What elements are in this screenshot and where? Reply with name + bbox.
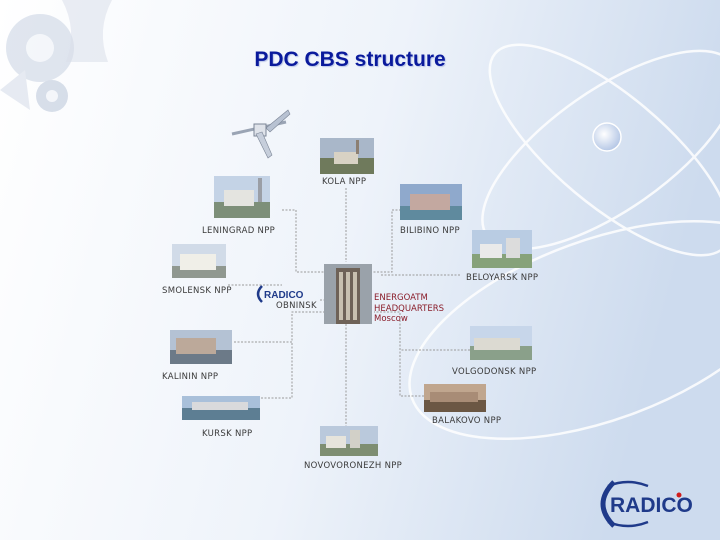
hq-line-city: Moscow [374, 314, 408, 324]
slide-title: PDC CBS structure [254, 48, 446, 71]
smolensk-npp-image [172, 244, 226, 278]
kursk-npp-label: KURSK NPP [202, 429, 253, 439]
headquarters-label: ENERGOATM HEADQUARTERS Moscow [374, 293, 444, 325]
kursk-npp-image [182, 396, 260, 420]
kola-npp-image [320, 138, 374, 174]
headquarters-image [324, 264, 372, 324]
kalinin-npp-label: KALININ NPP [162, 372, 219, 382]
gear-decoration [0, 14, 74, 112]
hq-line-type: HEADQUARTERS [374, 303, 445, 314]
kalinin-npp-image [170, 330, 232, 364]
volgodonsk-npp-image [470, 326, 532, 360]
beloyarsk-npp-label: BELOYARSK NPP [466, 273, 539, 283]
kola-npp-label: KOLA NPP [322, 177, 367, 187]
novovoronezh-npp-image [320, 426, 378, 456]
leningrad-npp-image [214, 176, 270, 218]
leningrad-npp-label: LENINGRAD NPP [202, 226, 276, 236]
obninsk-label: OBNINSK [276, 301, 317, 311]
bilibino-npp-image [400, 184, 462, 220]
svg-text:RADICO: RADICO [264, 290, 304, 301]
obninsk-radico-logo: RADICO [256, 285, 304, 303]
volgodonsk-npp-label: VOLGODONSK NPP [452, 367, 537, 377]
novovoronezh-npp-label: NOVOVORONEZH NPP [304, 461, 403, 471]
radico-logo: RADICO [600, 480, 693, 528]
cooling-tower-decoration [62, 0, 112, 62]
balakovo-npp-label: BALAKOVO NPP [432, 416, 502, 426]
balakovo-npp-image [424, 384, 486, 412]
hq-line-org: ENERGOATM [374, 293, 428, 303]
beloyarsk-npp-image [472, 230, 532, 268]
smolensk-npp-label: SMOLENSK NPP [162, 286, 232, 296]
svg-text:RADICO: RADICO [610, 494, 693, 517]
bilibino-npp-label: BILIBINO NPP [400, 226, 460, 236]
satellite-icon [231, 109, 291, 159]
atom-nucleus-decoration [592, 122, 622, 152]
